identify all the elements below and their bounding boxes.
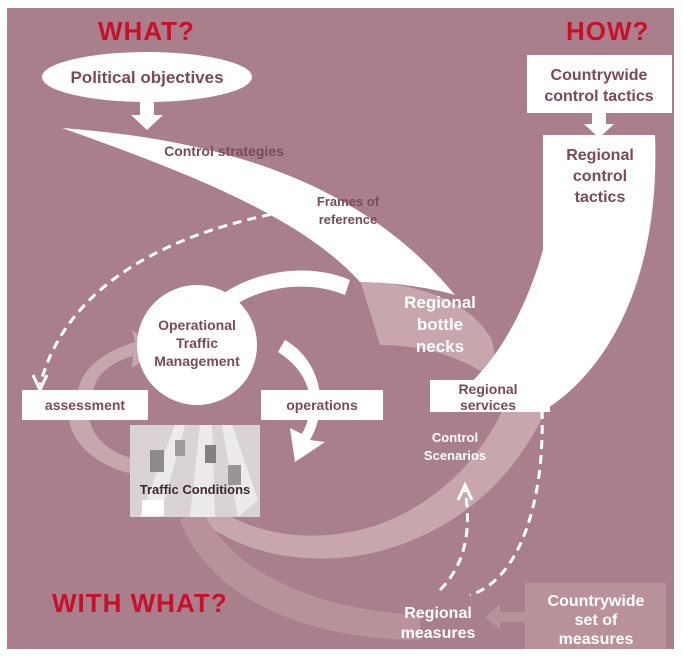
operational-traffic-management-circle [137, 285, 257, 405]
countrywide-control-tactics-label-2: control tactics [544, 88, 653, 105]
dashed-arrowhead-icon [31, 374, 49, 394]
left-arrow-icon [485, 604, 525, 630]
control-strategies-label: Control strategies [164, 143, 284, 159]
header-what: WHAT? [98, 16, 195, 46]
countrywide-control-tactics-box [527, 55, 672, 113]
political-objectives-label: Political objectives [70, 68, 223, 87]
traffic-conditions-label: Traffic Conditions [140, 482, 251, 497]
assessment-label: assessment [45, 397, 126, 413]
car [205, 445, 216, 463]
assessment-box [22, 390, 148, 420]
otm-label-3: Management [154, 353, 240, 369]
regional-control-tactics-label-1: Regional [566, 147, 634, 164]
countrywide-control-tactics-label-1: Countrywide [551, 67, 648, 84]
political-objectives-ellipse [42, 52, 252, 102]
regional-bottlenecks-band [360, 280, 500, 385]
down-arrow-icon [131, 102, 163, 130]
control-scenarios-label-1: Control [432, 430, 478, 445]
header-how: HOW? [566, 16, 649, 46]
otm-label-1: Operational [158, 317, 236, 333]
car [228, 465, 241, 485]
frames-of-reference-label-1: Frames of [317, 194, 380, 209]
countrywide-set-of-measures-label-3: measures [559, 631, 634, 648]
regional-services-box [430, 380, 550, 412]
truck [142, 500, 164, 516]
control-scenarios-band [200, 405, 548, 559]
control-scenarios-label-2: Scenarios [424, 448, 486, 463]
countrywide-set-of-measures-label-2: set of [575, 612, 618, 629]
regional-tactics-sweep [430, 135, 656, 412]
regional-measures-band [180, 505, 420, 640]
car [150, 450, 164, 472]
frames-of-reference-label-2: reference [319, 212, 378, 227]
dashed-feedback-line [38, 203, 331, 386]
cycle-arrow-right [278, 340, 325, 462]
regional-services-label-1: Regional [458, 381, 517, 397]
regional-bottlenecks-label-1: Regional [404, 293, 476, 312]
regional-bottlenecks-label-2: bottle [417, 315, 463, 334]
otm-label-2: Traffic [176, 335, 218, 351]
countrywide-set-of-measures-label-1: Countrywide [548, 593, 645, 610]
regional-measures-label-1: Regional [404, 605, 472, 622]
dashed-line-right [469, 409, 544, 597]
regional-control-tactics-label-2: control [573, 168, 627, 185]
header-with-what: WITH WHAT? [52, 588, 228, 618]
cycle-arrow-top [215, 270, 350, 310]
operations-label: operations [286, 397, 358, 413]
countrywide-set-of-measures-box [525, 583, 666, 649]
control-strategies-sweep [62, 128, 455, 295]
regional-services-label-2: services [460, 397, 516, 413]
regional-control-tactics-label-3: tactics [575, 189, 626, 206]
car [175, 440, 185, 456]
regional-bottlenecks-label-3: necks [416, 337, 464, 356]
dashed-arrowhead-icon [456, 481, 474, 501]
dashed-line-up [438, 489, 469, 592]
down-arrow-icon [584, 113, 614, 138]
regional-measures-label-2: measures [401, 625, 476, 642]
operations-box [261, 390, 383, 420]
